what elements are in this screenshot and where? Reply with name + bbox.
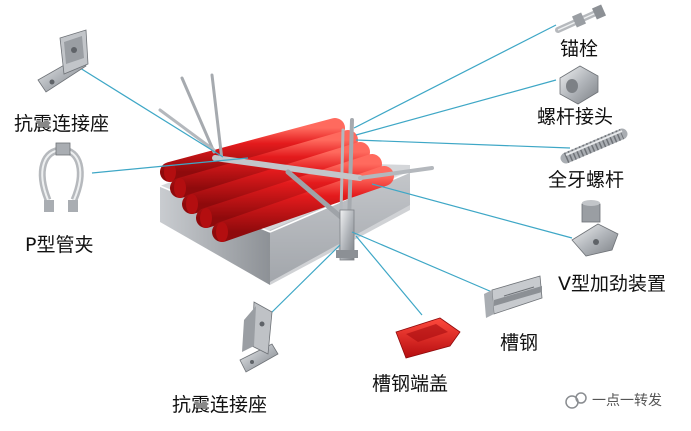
label-anchor-bolt: 锚栓 — [560, 38, 599, 60]
leader-rod-coupler — [355, 79, 557, 136]
pipe-3 — [182, 142, 370, 214]
label-seismic-seat-top: 抗震连接座 — [14, 113, 110, 135]
label-threaded-rod: 全牙螺杆 — [548, 169, 625, 191]
leader-v-brace — [371, 183, 573, 239]
leader-threaded-rod — [355, 139, 571, 149]
pipe-5 — [212, 166, 394, 242]
leader-lines — [79, 24, 573, 319]
red-pipes — [160, 118, 394, 242]
support-frame — [158, 73, 434, 261]
label-channel-steel: 槽钢 — [500, 332, 539, 354]
leader-bottom-seat — [265, 244, 341, 319]
pipe-1 — [160, 118, 345, 182]
label-rod-coupler: 螺杆接头 — [537, 106, 614, 128]
p-clamp-icon — [38, 142, 84, 212]
leader-end-cap — [355, 235, 423, 316]
label-seismic-seat-bottom: 抗震连接座 — [172, 394, 268, 416]
channel-steel-icon — [484, 275, 543, 318]
seismic-seat-bottom-icon — [239, 301, 279, 373]
watermark-text: 一点一转发 — [592, 393, 662, 409]
label-v-brace: V型加劲装置 — [558, 273, 666, 295]
leader-channel-steel — [351, 231, 493, 293]
leader-top-left-seat — [79, 67, 224, 158]
anchor-bolt-icon — [555, 4, 607, 33]
leader-p-clamp — [91, 157, 249, 174]
label-end-cap: 槽钢端盖 — [372, 373, 449, 395]
rod-coupler-icon — [559, 65, 599, 105]
threaded-rod-icon — [560, 128, 628, 164]
wechat-icon — [565, 392, 587, 409]
leader-anchor-bolt — [353, 24, 557, 129]
end-cap-icon — [395, 317, 461, 359]
label-p-clamp: P型管夹 — [25, 234, 94, 256]
v-brace-icon — [571, 200, 619, 257]
seismic-seat-top-icon — [37, 29, 89, 93]
